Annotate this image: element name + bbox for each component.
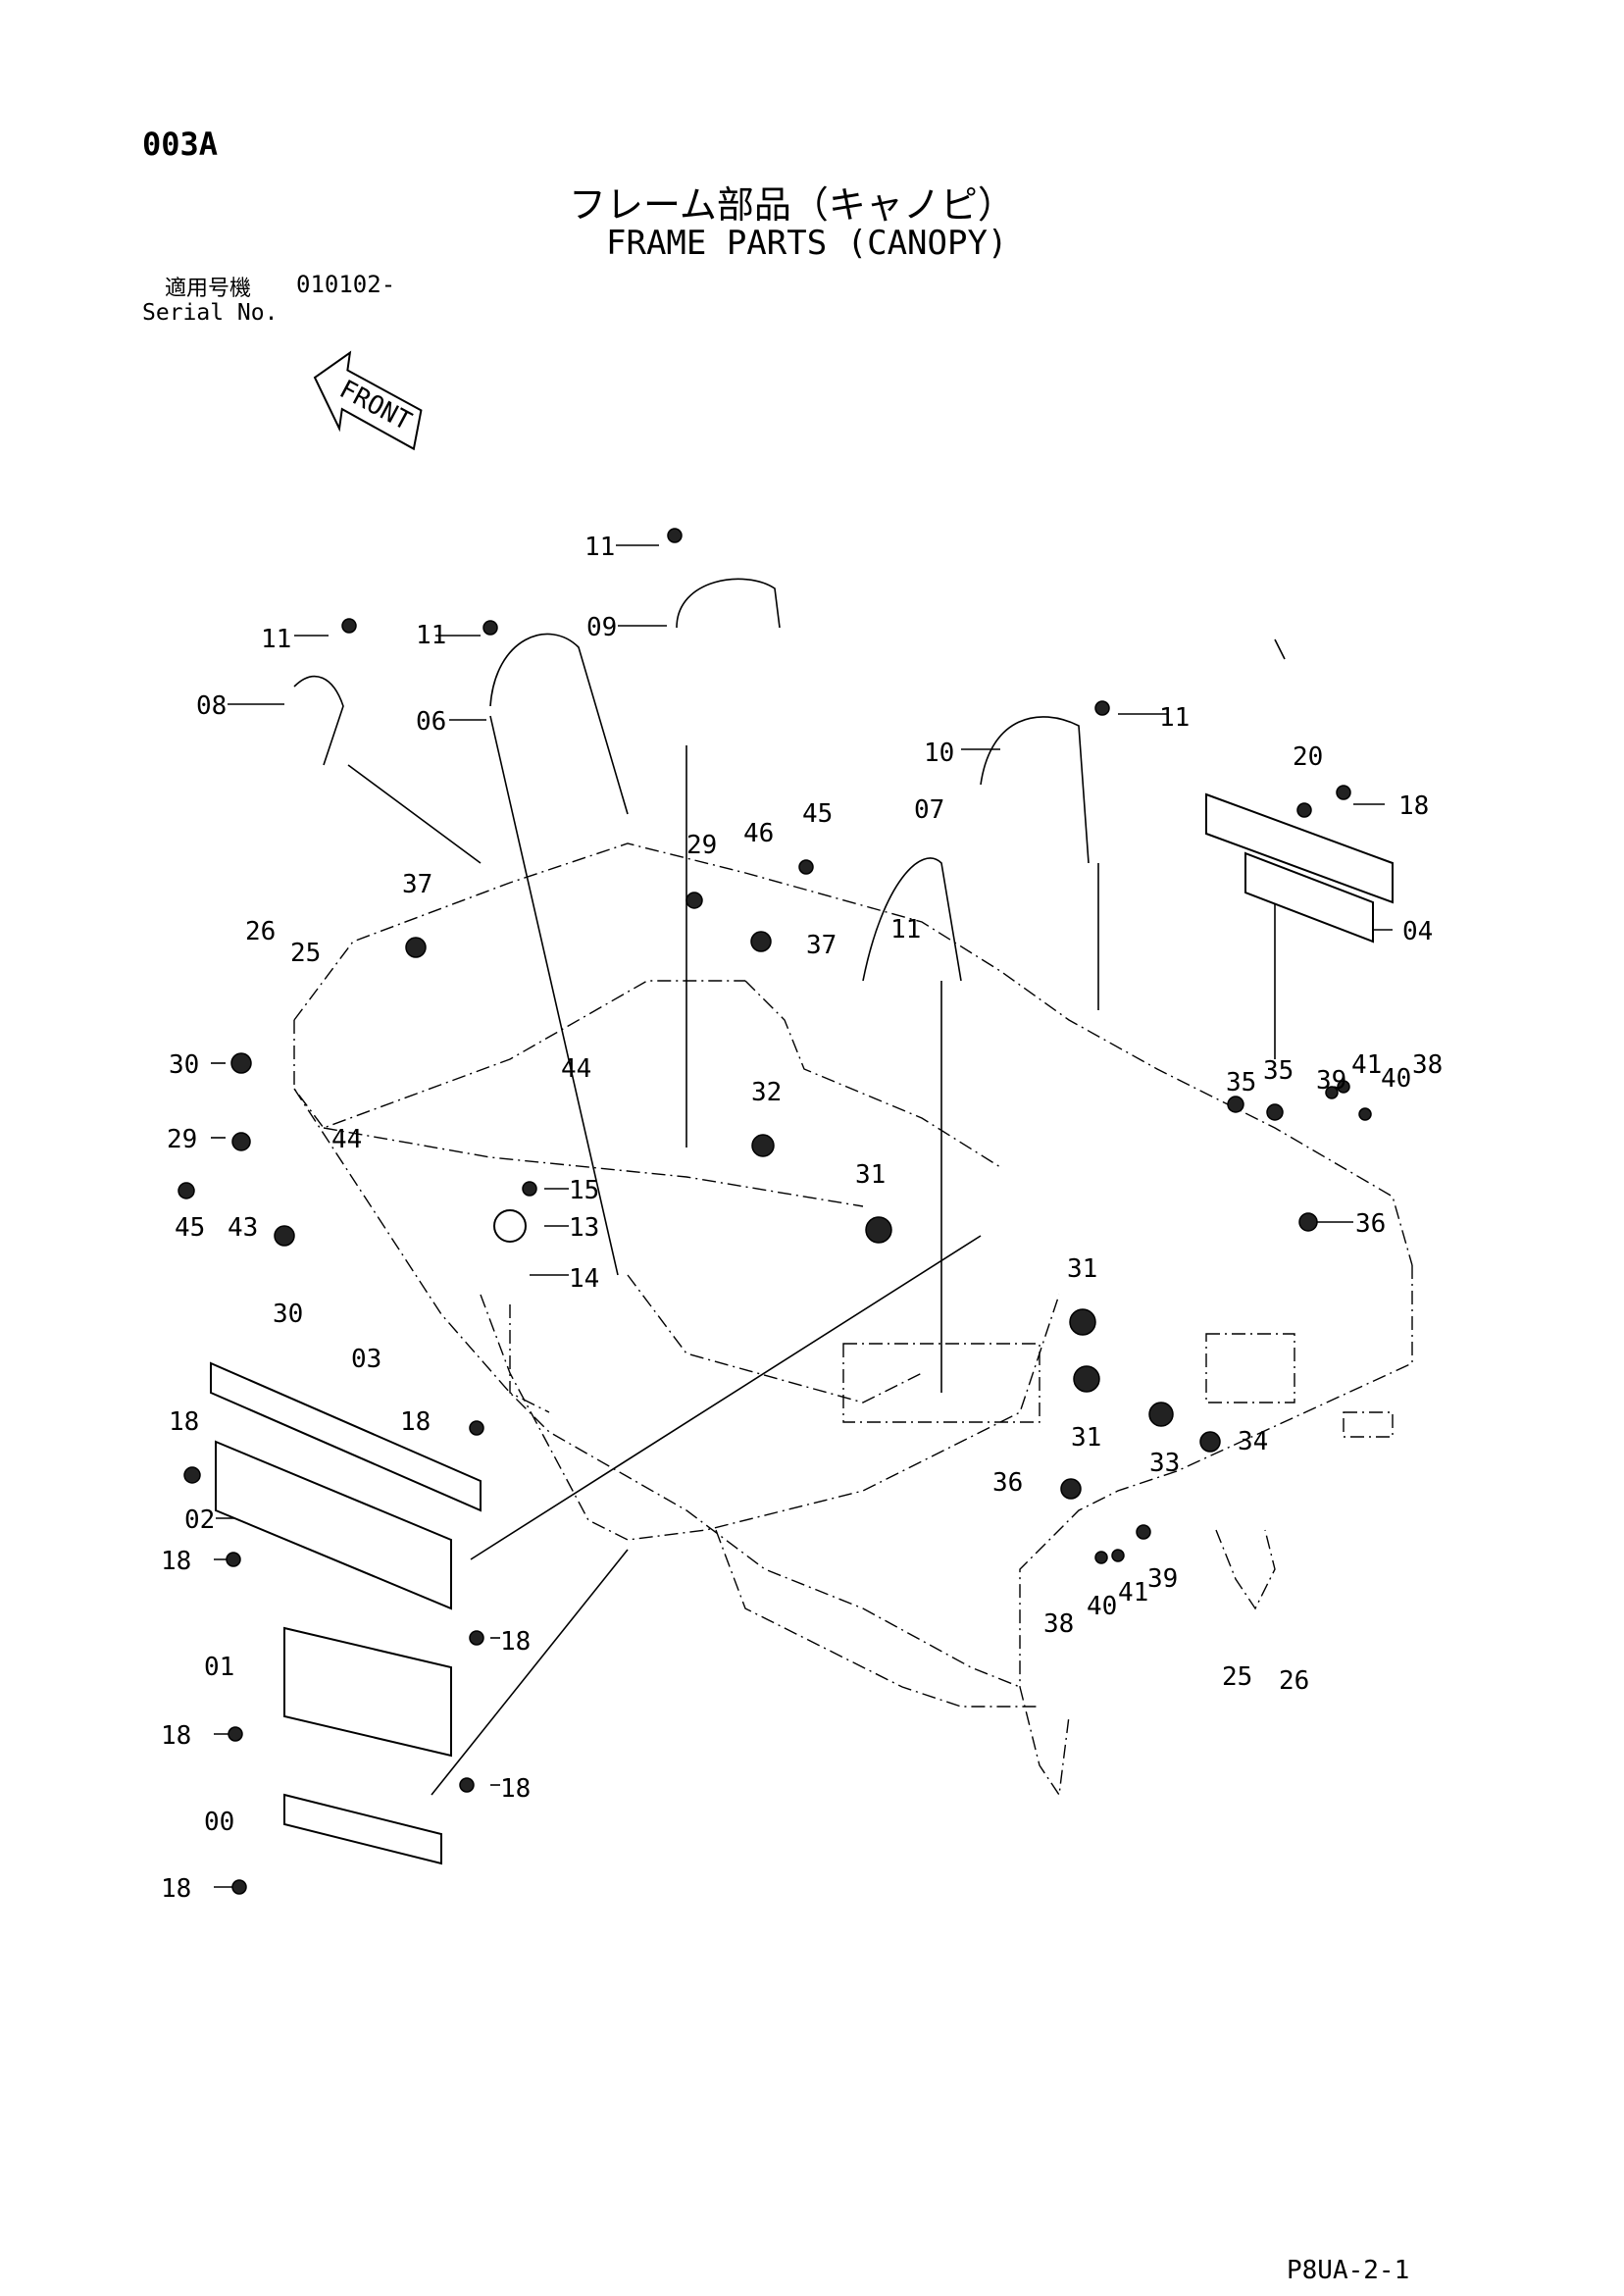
callout-18: 18 xyxy=(169,1407,199,1437)
small-parts xyxy=(178,528,1372,1895)
callout-06: 06 xyxy=(416,707,446,737)
callout-18: 18 xyxy=(161,1721,191,1751)
callout-45: 45 xyxy=(175,1213,205,1243)
callout-08: 08 xyxy=(196,691,227,721)
bottom-covers xyxy=(210,1361,482,1865)
leader-lines xyxy=(211,544,1393,1888)
callout-33: 33 xyxy=(1149,1449,1180,1478)
callout-44: 44 xyxy=(331,1125,362,1154)
callout-43: 43 xyxy=(228,1213,258,1243)
footer-page-code: P8UA-2-1 xyxy=(1287,2256,1410,2285)
callout-20: 20 xyxy=(1293,742,1323,772)
callout-26: 26 xyxy=(245,917,276,946)
page-title-english: FRAME PARTS (CANOPY) xyxy=(606,224,1008,263)
callout-32: 32 xyxy=(751,1078,782,1107)
callout-09: 09 xyxy=(586,613,617,642)
callout-44: 44 xyxy=(561,1054,591,1084)
serial-number-value: 010102- xyxy=(296,271,396,298)
serial-label-japanese: 適用号機 xyxy=(165,277,252,301)
callout-18: 18 xyxy=(161,1547,191,1576)
callout-35: 35 xyxy=(1263,1056,1294,1086)
canopy-vent-part xyxy=(1205,792,1394,944)
callout-07: 07 xyxy=(914,795,944,825)
callout-37: 37 xyxy=(806,931,837,960)
callout-11: 11 xyxy=(261,625,291,654)
callout-18: 18 xyxy=(500,1627,531,1657)
callout-10: 10 xyxy=(924,739,954,768)
callout-30: 30 xyxy=(273,1300,303,1329)
callout-labels: 11 11 11 11 11 09 08 06 10 07 20 18 04 2… xyxy=(161,533,1443,1904)
callout-11: 11 xyxy=(1159,703,1190,733)
callout-02: 02 xyxy=(184,1505,215,1535)
callout-38: 38 xyxy=(1043,1609,1074,1639)
front-arrow-icon: FRONT xyxy=(313,350,423,451)
callout-00: 00 xyxy=(204,1808,234,1837)
callout-40: 40 xyxy=(1381,1064,1411,1094)
callout-30: 30 xyxy=(169,1050,199,1080)
callout-11: 11 xyxy=(890,915,921,944)
callout-31: 31 xyxy=(1071,1423,1101,1453)
callout-26: 26 xyxy=(1279,1666,1309,1696)
page-code: 003A xyxy=(142,126,219,163)
callout-18: 18 xyxy=(400,1407,431,1437)
callout-29: 29 xyxy=(686,831,717,860)
callout-40: 40 xyxy=(1087,1592,1117,1621)
callout-15: 15 xyxy=(569,1176,599,1205)
callout-34: 34 xyxy=(1238,1427,1268,1456)
callout-39: 39 xyxy=(1147,1564,1178,1594)
callout-01: 01 xyxy=(204,1653,234,1682)
callout-18: 18 xyxy=(161,1874,191,1904)
callout-25: 25 xyxy=(1222,1662,1252,1692)
callout-46: 46 xyxy=(743,819,774,848)
callout-11: 11 xyxy=(584,533,615,562)
callout-03: 03 xyxy=(351,1345,381,1374)
callout-14: 14 xyxy=(569,1264,599,1294)
handrails xyxy=(293,578,1090,982)
frame-body xyxy=(293,842,1413,1797)
callout-13: 13 xyxy=(569,1213,599,1243)
callout-04: 04 xyxy=(1402,917,1433,946)
callout-36: 36 xyxy=(1355,1209,1386,1239)
serial-label-english: Serial No. xyxy=(142,300,279,326)
callout-35: 35 xyxy=(1226,1068,1256,1097)
callout-18: 18 xyxy=(500,1774,531,1804)
callout-39: 39 xyxy=(1316,1066,1346,1096)
callout-29: 29 xyxy=(167,1125,197,1154)
callout-11: 11 xyxy=(416,621,446,650)
callout-18: 18 xyxy=(1398,791,1429,821)
callout-36: 36 xyxy=(992,1468,1023,1498)
callout-31: 31 xyxy=(1067,1254,1097,1284)
callout-37: 37 xyxy=(402,870,432,899)
callout-41: 41 xyxy=(1118,1578,1148,1607)
callout-31: 31 xyxy=(855,1160,886,1190)
callout-38: 38 xyxy=(1412,1050,1443,1080)
callout-41: 41 xyxy=(1351,1050,1382,1080)
callout-45: 45 xyxy=(802,799,833,829)
page-title-japanese: フレーム部品（キャノピ） xyxy=(569,183,1015,227)
callout-25: 25 xyxy=(290,939,321,968)
